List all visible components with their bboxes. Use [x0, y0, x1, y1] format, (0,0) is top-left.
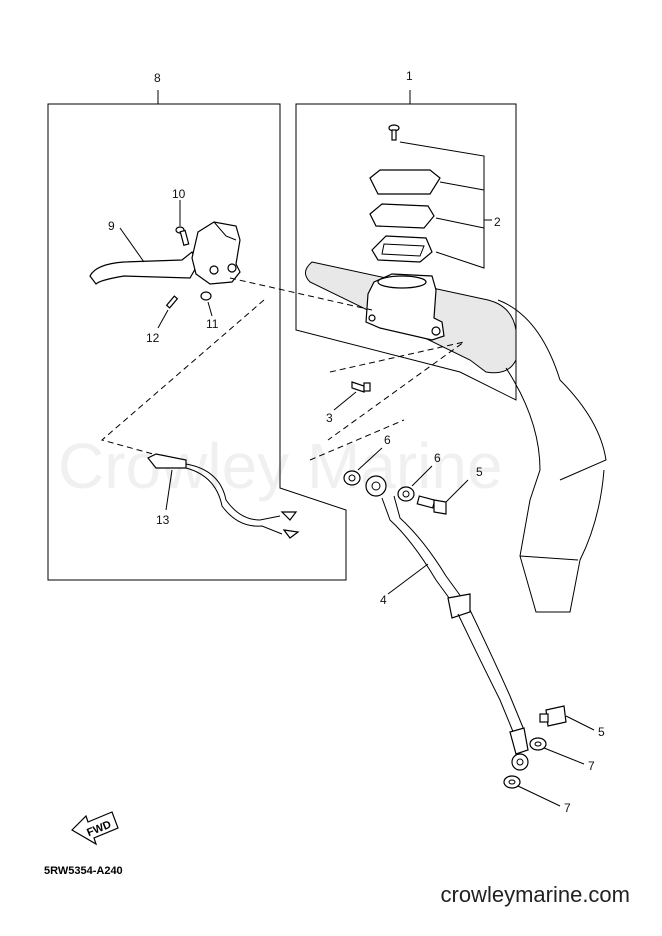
callout-3: 3 [326, 411, 333, 425]
callout-12: 12 [146, 331, 160, 345]
brake-hose [381, 495, 529, 771]
footer-url[interactable]: crowleymarine.com [440, 882, 631, 907]
lever-screw-10 [175, 226, 190, 247]
callout-5b: 5 [598, 725, 605, 739]
reservoir-cap-set [369, 169, 441, 263]
callout-9: 9 [108, 219, 115, 233]
callout-7b: 7 [564, 801, 571, 815]
washer-6b [397, 486, 415, 502]
callout-10: 10 [172, 187, 186, 201]
callout-4: 4 [380, 593, 387, 607]
banjo-fitting [365, 475, 387, 497]
callout-2: 2 [494, 215, 501, 229]
callout-5a: 5 [476, 465, 483, 479]
callout-11: 11 [206, 317, 219, 331]
drawing-code: 5RW5354-A240 [44, 865, 123, 877]
callout-6a: 6 [384, 433, 391, 447]
brake-switch [147, 453, 300, 539]
bolt-3 [351, 381, 371, 393]
washer-7b [503, 775, 521, 789]
washer-7a [529, 737, 547, 751]
master-cylinder-body [365, 273, 445, 341]
nut-11 [200, 291, 212, 301]
union-bolt-5b [539, 705, 567, 727]
group-8-outline [47, 103, 347, 581]
callout-8: 8 [154, 71, 161, 85]
callout-13: 13 [156, 513, 170, 527]
callout-6b: 6 [434, 451, 441, 465]
cap-screw [388, 124, 400, 141]
brake-lever [89, 221, 241, 285]
callout-7a: 7 [588, 759, 595, 773]
union-bolt-5a [416, 495, 447, 515]
fwd-arrow-icon: FWD [71, 811, 119, 846]
group-1-outline [295, 103, 517, 401]
washer-6a [343, 470, 361, 486]
callout-1: 1 [406, 69, 413, 83]
pivot-bolt-12 [165, 295, 179, 309]
